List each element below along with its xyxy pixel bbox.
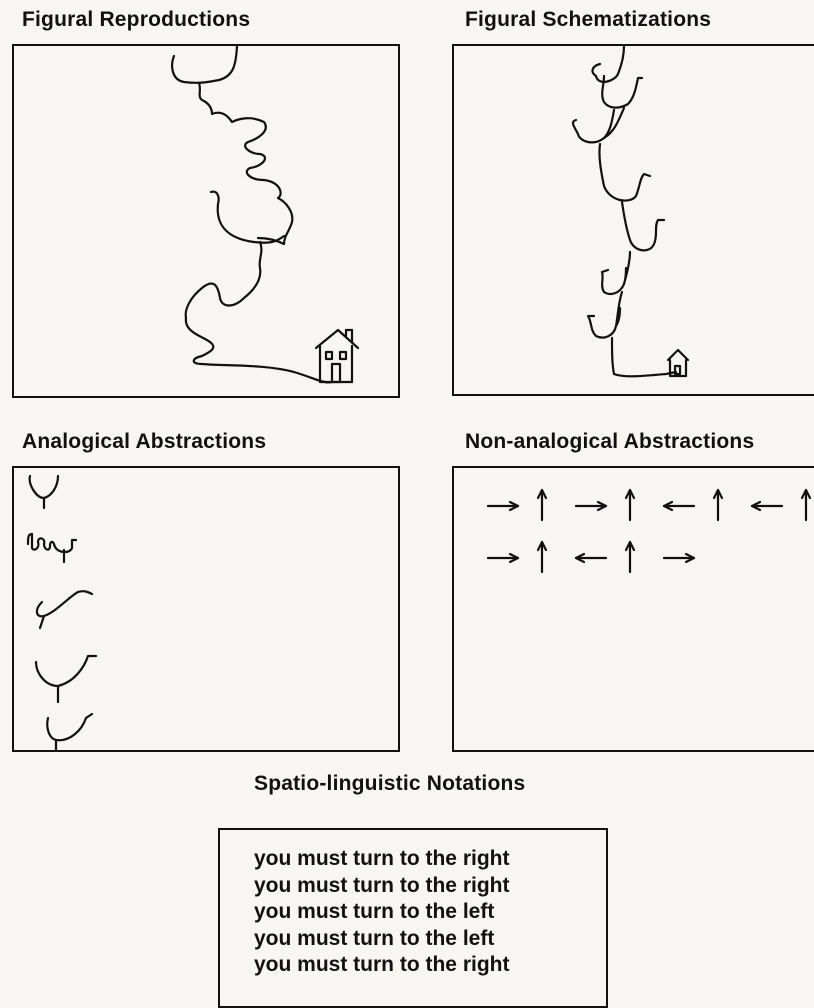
arrow-up-icon	[712, 488, 724, 522]
abstraction-glyph-3	[35, 590, 94, 630]
arrow-up-icon	[624, 540, 636, 574]
schema-segment-5	[620, 200, 666, 252]
analogical-abstractions-panel	[12, 466, 400, 752]
figural-schematizations-drawing	[571, 46, 690, 378]
analogical-abstractions-title: Analogical Abstractions	[22, 430, 267, 453]
schema-segment-8	[610, 336, 678, 378]
schema-segment-1	[591, 46, 626, 83]
arrow-left-icon	[750, 500, 784, 512]
arrow-right-icon	[486, 500, 520, 512]
house-icon	[314, 328, 360, 384]
figural-schematizations-title: Figural Schematizations	[465, 8, 712, 31]
notation-line: you must turn to the left	[254, 926, 495, 950]
figural-reproductions-title: Figural Reproductions	[22, 8, 251, 31]
route-wiggle-1	[197, 81, 294, 246]
notation-line: you must turn to the right	[254, 873, 510, 897]
route-curve-1	[171, 46, 239, 84]
arrow-right-icon	[662, 552, 696, 564]
schema-segment-4	[598, 142, 652, 202]
route-wiggle-2	[184, 240, 334, 384]
abstraction-glyph-4	[34, 654, 98, 704]
route-curve-2	[209, 190, 286, 244]
spatio-linguistic-notations-panel	[218, 828, 608, 1008]
notation-line: you must turn to the right	[254, 953, 510, 976]
notation-line: you must turn to the left	[254, 900, 495, 923]
arrow-right-icon	[486, 552, 520, 564]
abstraction-glyph-5	[46, 712, 94, 750]
schema-segment-7	[586, 290, 624, 339]
schema-segment-6	[600, 250, 632, 295]
arrow-right-icon	[574, 500, 608, 512]
non-analogical-abstractions-panel	[452, 466, 814, 752]
figural-reproductions-drawing	[171, 46, 360, 384]
arrow-up-icon	[536, 540, 548, 574]
spatio-linguistic-notations-title: Spatio-linguistic Notations	[254, 772, 526, 795]
arrow-left-icon	[662, 500, 696, 512]
arrow-sequence	[486, 488, 812, 574]
house-icon	[666, 348, 690, 378]
arrow-up-icon	[800, 488, 812, 522]
figural-schematizations-panel	[452, 44, 814, 396]
arrow-up-icon	[536, 488, 548, 522]
arrow-up-icon	[624, 488, 636, 522]
abstraction-glyph-1	[28, 474, 60, 510]
schema-segment-3	[571, 106, 626, 144]
non-analogical-abstractions-title: Non-analogical Abstractions	[465, 430, 755, 453]
arrow-left-icon	[574, 552, 608, 564]
notation-line: you must turn to the right	[254, 847, 510, 870]
abstraction-glyph-2	[26, 532, 78, 564]
figural-reproductions-panel	[12, 44, 400, 398]
schema-segment-2	[601, 74, 644, 109]
analogical-abstractions-drawing	[26, 474, 98, 750]
notation-list: you must turn to the right you must turn…	[254, 846, 509, 979]
